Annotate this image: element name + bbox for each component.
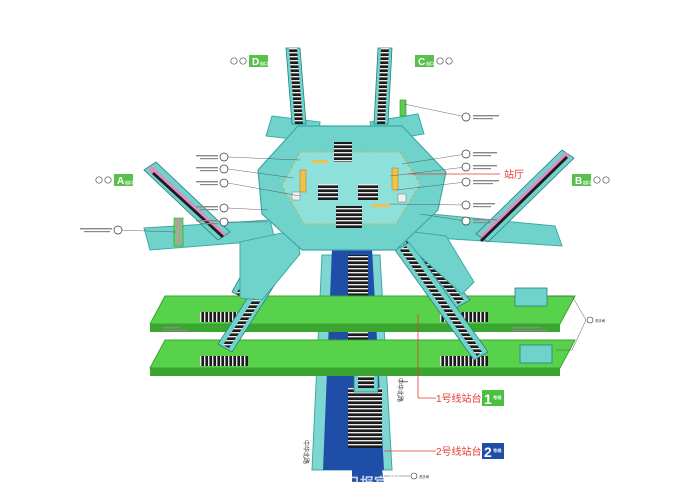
toilet-icon	[586, 316, 594, 324]
fare-gate-icon	[461, 177, 471, 187]
road-label-left: 中华北路	[302, 440, 310, 464]
line1-platform-structure	[149, 287, 576, 376]
exit-a-tag: 出口	[125, 179, 133, 185]
weibo-icon	[302, 476, 316, 490]
line1-badge-sub: 号线	[493, 394, 502, 401]
exit-sign-c: C 出口	[415, 55, 453, 68]
concourse-label: 站厅	[504, 168, 524, 181]
exit-b-badge	[572, 174, 591, 186]
watermark-text: 贵州日报官微	[318, 475, 403, 491]
facility-icons	[113, 112, 471, 235]
escalator-icon	[219, 203, 229, 213]
stairs-icon	[104, 176, 112, 184]
stairs-icon	[593, 176, 601, 184]
exit-b-letter: B	[575, 176, 582, 187]
facility-callouts	[117, 103, 467, 233]
customer-service-icon	[461, 149, 471, 159]
line2-badge-sub: 号线	[493, 447, 502, 454]
elevator-icon	[461, 112, 471, 122]
line2-annotation: 2号线站台 2 号线	[384, 443, 504, 460]
elevator-icon	[113, 225, 123, 235]
exit-a-badge	[114, 174, 133, 186]
line2-stair-bank	[348, 388, 382, 448]
exit-sign-a: A 出口	[95, 174, 133, 187]
line1-annotation: 1号线站台 1 号线	[417, 314, 504, 407]
toilet-label-lower: 洗手间	[419, 474, 430, 479]
stairs-icon	[239, 57, 247, 65]
accessibility-icon	[95, 176, 103, 184]
line1-badge-number: 1	[484, 391, 492, 407]
accessibility-icon	[445, 57, 453, 65]
toilet-icon	[410, 472, 418, 480]
exit-b-tag: 出口	[583, 179, 591, 185]
line2-badge	[482, 443, 504, 459]
stairs-icon	[436, 57, 444, 65]
exit-a-letter: A	[117, 176, 124, 187]
toilet-block-lower	[519, 344, 553, 364]
line1-badge	[482, 390, 504, 406]
exit-d-tag: 出口	[260, 60, 268, 66]
toilet-annotations: 洗手间 洗手间	[384, 295, 606, 480]
road-label-right: 中华北路	[396, 378, 404, 402]
toilet-block-upper	[514, 287, 548, 307]
concourse-annotation: 站厅	[408, 168, 524, 181]
security-check-icon	[461, 200, 471, 210]
tiny-legend-lines	[80, 115, 548, 383]
toilet-label-upper: 洗手间	[595, 318, 606, 323]
exit-c-badge	[415, 55, 434, 67]
exit-d-letter: D	[252, 57, 259, 68]
vending-icon	[219, 178, 229, 188]
info-icon	[461, 216, 471, 226]
ticket-machine-icon	[461, 162, 471, 172]
stairs-icon	[219, 217, 229, 227]
ticket-office-icon	[219, 152, 229, 162]
exit-c-tag: 出口	[426, 60, 434, 66]
line2-badge-number: 2	[484, 444, 492, 460]
exit-sign-d: D 出口	[230, 55, 268, 68]
line1-platform-label: 1号线站台	[436, 392, 482, 405]
exit-sign-b: B 出口	[572, 174, 610, 187]
watermark: 贵州日报官微	[302, 475, 403, 491]
line2-platform-label: 2号线站台	[436, 445, 482, 458]
accessibility-icon	[602, 176, 610, 184]
gate-icon	[219, 164, 229, 174]
exit-d-badge	[249, 55, 268, 67]
exit-c-letter: C	[418, 57, 425, 68]
accessibility-icon	[230, 57, 238, 65]
